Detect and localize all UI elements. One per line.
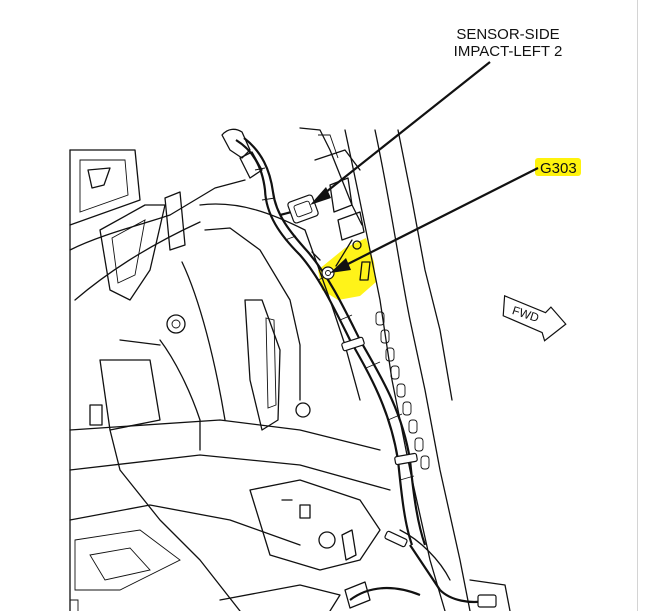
sensor-leader: [310, 61, 491, 205]
sensor-label-line1: SENSOR-SIDE: [456, 26, 559, 43]
sensor-label-line2: IMPACT-LEFT 2: [454, 43, 563, 60]
wire-harness: [221, 128, 497, 609]
body-structure: [69, 127, 511, 611]
ground-label: G303: [540, 160, 577, 177]
ground-point: [311, 239, 371, 281]
fwd-arrow: [502, 294, 567, 342]
label-highlight: [535, 158, 581, 176]
ground-leader: [330, 167, 539, 273]
sensor-connector: [287, 194, 319, 224]
